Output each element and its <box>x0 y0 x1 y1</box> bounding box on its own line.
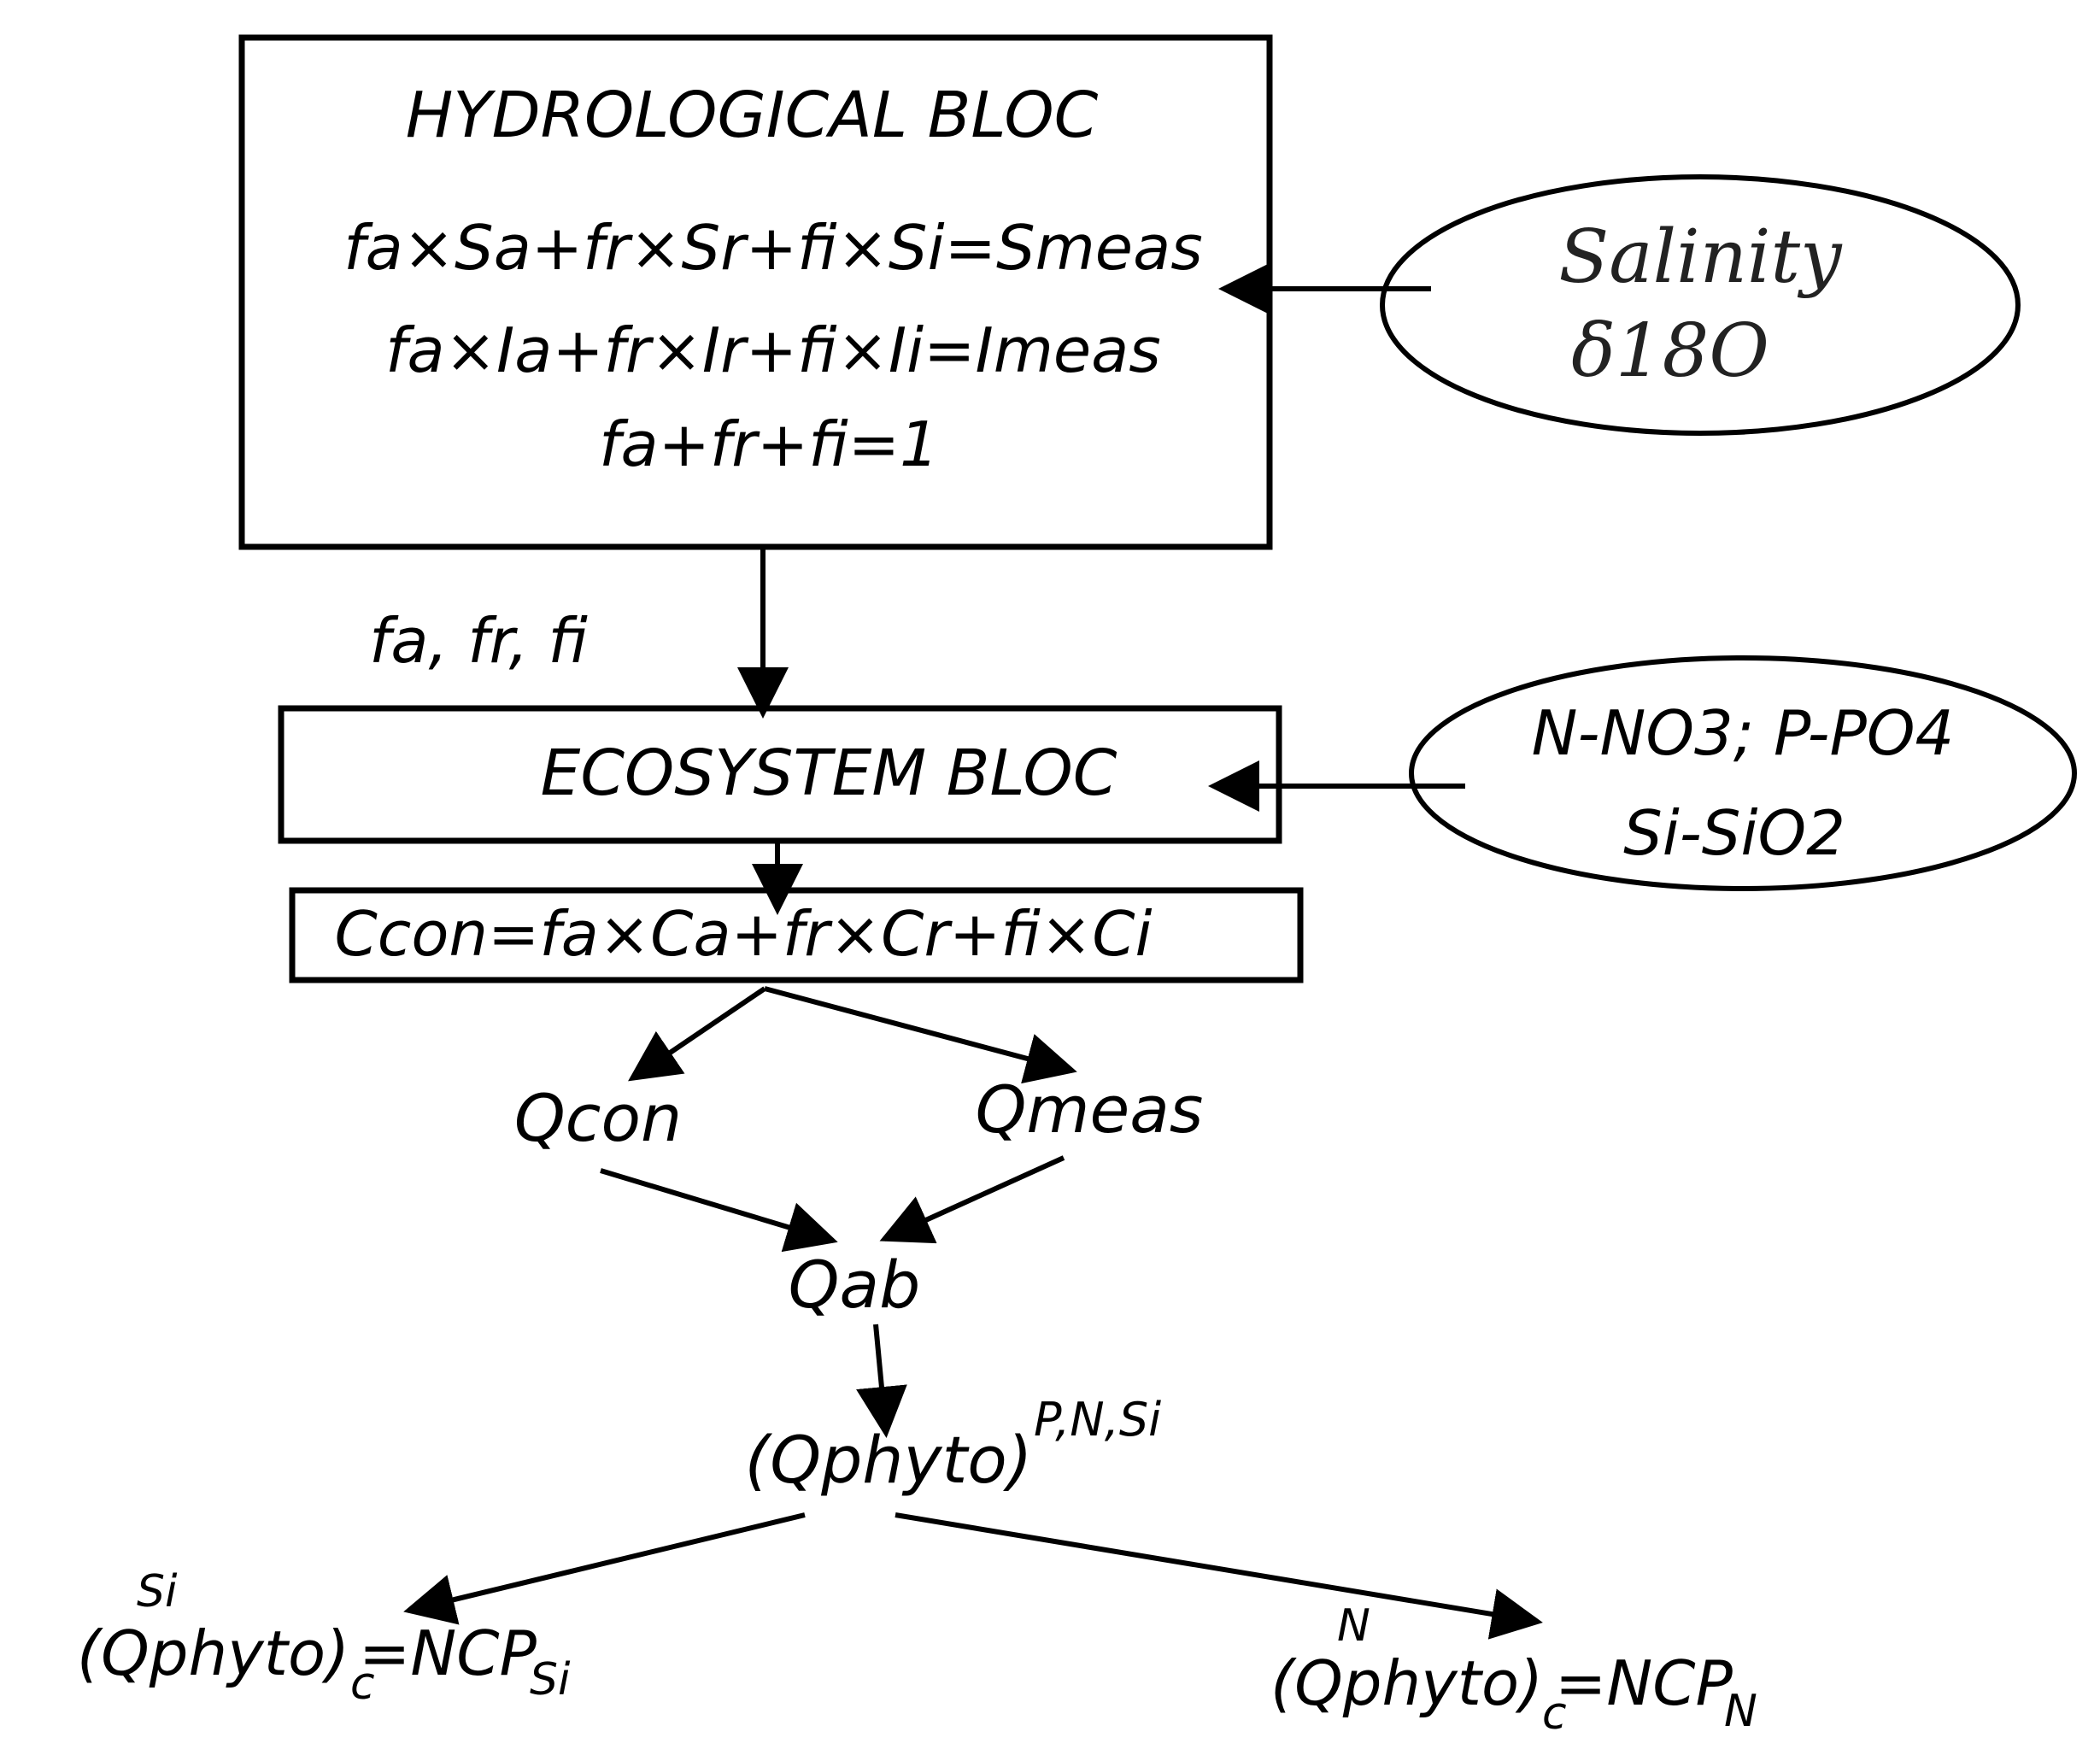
salinity-input: Salinity δ18O <box>1380 174 2021 436</box>
isotope-mixing-equation: fa×Ia+fr×Ir+fi×Ii=Imeas <box>385 314 1161 386</box>
arrow-qcon-to-qab <box>600 1168 838 1253</box>
fractions-label: fa, fr, fi <box>369 605 588 677</box>
ccon-equation: Ccon=fa×Ca+fr×Cr+fi×Ci <box>335 898 1153 970</box>
qphyto-label: (Qphyto) <box>745 1422 1033 1498</box>
salinity-label: Salinity <box>1558 214 1843 300</box>
ncp-si-superscript: Si <box>137 1566 178 1617</box>
output-ncp-si: (Qphyto) Si c =NCP Si <box>77 1566 571 1710</box>
ncp-si-equation: =NCP <box>359 1617 537 1689</box>
ecosystem-bloc: ECOSYSTEM BLOC <box>278 705 1282 844</box>
arrow-qab-to-qphyto <box>856 1324 907 1438</box>
silicate-label: Si-SiO2 <box>1623 797 1845 869</box>
ncp-n-subscript: c <box>1542 1688 1567 1740</box>
nitrate-phosphate-label: N-NO3; P-PO4 <box>1532 697 1955 769</box>
arrow-qmeas-to-qab <box>879 1155 1065 1244</box>
arrow-ccon-to-qmeas <box>764 986 1077 1084</box>
salinity-oval <box>1380 174 2021 436</box>
hydrological-bloc-box <box>238 34 1273 550</box>
arrow-ccon-to-qcon <box>628 986 766 1082</box>
qcon-label: Qcon <box>514 1080 682 1156</box>
qphyto-node: (Qphyto) P,N,Si <box>745 1393 1162 1498</box>
qab-label: Qab <box>789 1247 921 1323</box>
qmeas-label: Qmeas <box>976 1071 1204 1148</box>
ncp-si-base: (Qphyto) <box>77 1617 349 1689</box>
arrow-qphyto-to-n <box>895 1512 1543 1640</box>
ecosystem-bloc-box <box>278 705 1282 844</box>
conservative-concentration: Ccon=fa×Ca+fr×Cr+fi×Ci <box>289 887 1304 983</box>
ncp-n-eq-subscript: N <box>1724 1686 1757 1737</box>
output-ncp-n: (Qphyto) N c =NCP N <box>1270 1600 1757 1740</box>
arrow-qphyto-to-si <box>403 1512 806 1625</box>
nutrients-oval <box>1409 655 2077 891</box>
hydrological-bloc-title: HYDROLOGICAL BLOC <box>406 79 1099 152</box>
ecosystem-bloc-title: ECOSYSTEM BLOC <box>541 737 1117 810</box>
ncp-n-base: (Qphyto) <box>1270 1647 1543 1719</box>
fraction-sum-equation: fa+fr+fi=1 <box>599 408 939 480</box>
ncp-si-eq-subscript: Si <box>530 1654 571 1705</box>
ccon-box <box>289 887 1304 983</box>
ncp-si-subscript: c <box>350 1658 375 1710</box>
nutrients-input: N-NO3; P-PO4 Si-SiO2 <box>1409 655 2077 891</box>
ncp-n-equation: =NCP <box>1555 1647 1733 1719</box>
qphyto-superscript: P,N,Si <box>1034 1393 1161 1447</box>
delta18o-label: δ18O <box>1571 308 1769 394</box>
ncp-n-superscript: N <box>1337 1600 1370 1652</box>
salinity-mixing-equation: fa×Sa+fr×Sr+fi×Si=Smeas <box>343 212 1203 284</box>
hydrological-bloc: HYDROLOGICAL BLOC fa×Sa+fr×Sr+fi×Si=Smea… <box>238 34 1273 550</box>
